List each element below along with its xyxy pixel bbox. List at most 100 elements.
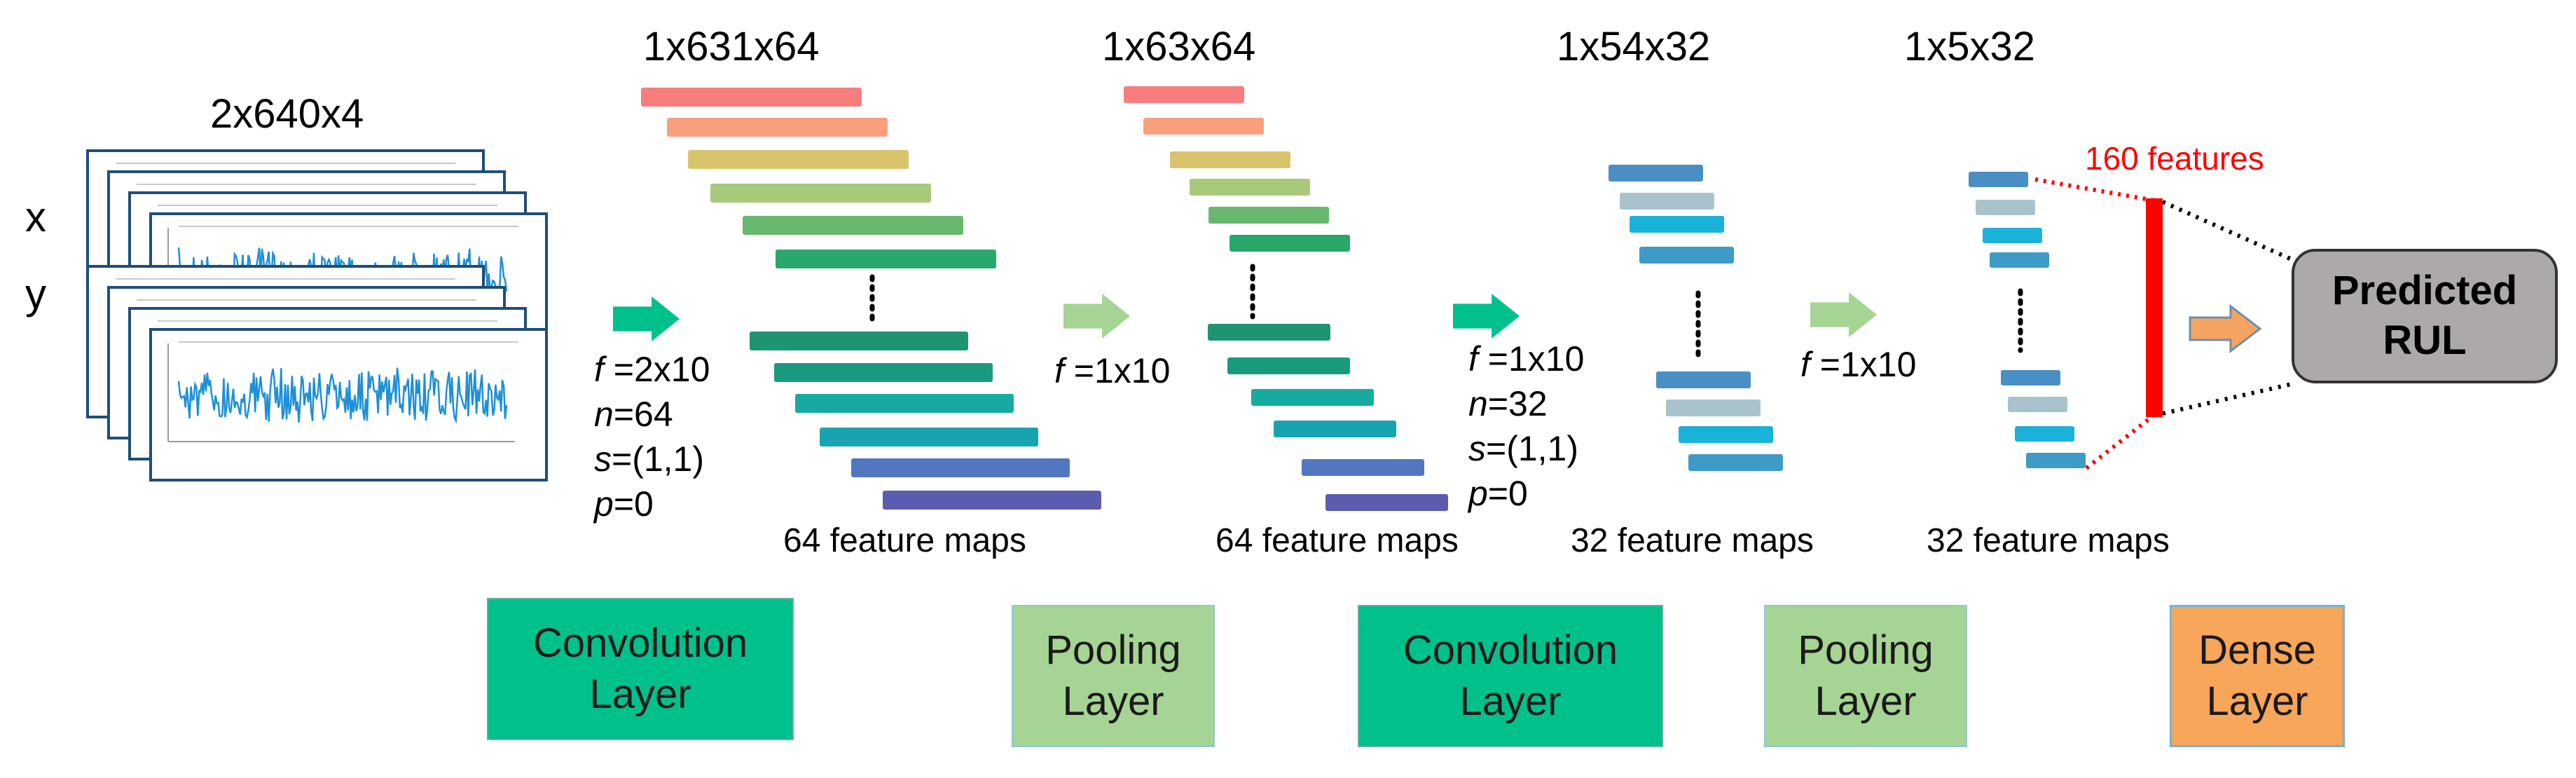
feature-map-bar	[1688, 454, 1783, 471]
feature-map-bar	[1620, 193, 1714, 210]
predicted-rul-line1: Predicted	[2332, 268, 2518, 314]
feature-map-bar	[1630, 216, 1724, 233]
feature-map-bar	[750, 332, 968, 350]
feature-map-bar	[641, 88, 862, 107]
feature-map-bar	[1230, 235, 1350, 252]
feature-map-bar	[688, 150, 909, 169]
conv1-arrow	[613, 296, 680, 341]
feature-map-bar	[2026, 453, 2086, 468]
feature-map-bar	[795, 394, 1014, 413]
dense-vector-bar	[2146, 198, 2163, 417]
feature-map-bar	[1302, 459, 1424, 476]
dense-connection-top	[2034, 177, 2155, 203]
pool2-params: f =1x10	[1800, 342, 1916, 387]
conv2-dimension-label: 1x54x32	[1557, 24, 1711, 69]
feature-map-bar	[1656, 371, 1751, 388]
dense-connection-bottom	[2085, 413, 2156, 470]
pool2-dimension-label: 1x5x32	[1904, 24, 2036, 69]
feature-map-bar	[820, 428, 1038, 446]
feature-map-bar	[883, 491, 1101, 510]
layer-label: Dense	[2198, 627, 2316, 673]
feature-map-bar	[743, 216, 963, 235]
layer-label: Layer	[589, 671, 691, 717]
layer-label: Convolution	[532, 620, 748, 666]
layer-label: Layer	[1062, 678, 1164, 724]
feature-map-bar	[776, 250, 996, 268]
feature-map-bar	[2001, 370, 2060, 385]
output-arrow	[2189, 303, 2262, 354]
feature-map-bar	[1609, 165, 1703, 182]
conv2-arrow	[1453, 294, 1520, 339]
layer-label: Pooling	[1045, 627, 1181, 673]
feature-map-bar	[1251, 389, 1374, 406]
conv1-padding: p=0	[594, 484, 654, 524]
feature-map-bars	[641, 86, 2086, 511]
feature-map-bar	[1990, 252, 2049, 268]
feature-map-bar	[1227, 357, 1350, 374]
conv1-filter-size: f =2x10	[594, 350, 710, 389]
layer-label: Convolution	[1403, 627, 1618, 673]
feature-map-bar	[1190, 179, 1310, 196]
feature-map-bar	[667, 118, 888, 137]
output-connection-top	[2161, 200, 2293, 261]
feature-map-bar	[1969, 172, 2028, 187]
y-axis-label: y	[25, 271, 46, 318]
feature-map-bar	[2015, 426, 2074, 442]
feature-map-bar	[2008, 397, 2067, 412]
feature-map-bar	[1325, 494, 1448, 511]
conv1-dimension-label: 1x631x64	[643, 24, 820, 69]
pool2-filter-size: f =1x10	[1800, 345, 1917, 384]
dense-connections	[2034, 177, 2293, 470]
conv2-padding: p=0	[1468, 474, 1528, 513]
conv1-stride: s=(1,1)	[594, 439, 705, 479]
feature-map-bar	[1976, 200, 2035, 215]
feature-map-bar	[1208, 207, 1329, 224]
conv2-filter-size: f =1x10	[1468, 339, 1585, 378]
pool2-feature-maps-label: 32 feature maps	[1927, 522, 2170, 559]
predicted-rul-line2: RUL	[2383, 318, 2467, 363]
pool1-dimension-label: 1x63x64	[1102, 24, 1256, 69]
feature-map-bar	[1208, 324, 1330, 341]
layer-label: Layer	[1814, 678, 1917, 724]
input-signal-plots	[86, 149, 548, 482]
layer-label: Layer	[1459, 678, 1562, 724]
feature-map-bar	[1143, 118, 1264, 135]
feature-map-bar	[851, 458, 1070, 477]
pool1-params: f =1x10	[1054, 348, 1170, 393]
pool1-feature-maps-label: 64 feature maps	[1215, 522, 1459, 559]
conv2-feature-maps-label: 32 feature maps	[1571, 522, 1814, 559]
feature-map-bar	[1639, 247, 1734, 264]
feature-map-bar	[710, 184, 931, 203]
pool1-filter-size: f =1x10	[1054, 351, 1171, 390]
conv1-params: f =2x10 n=64 s=(1,1) p=0	[594, 347, 710, 526]
feature-map-bar	[1666, 400, 1761, 416]
dense-features-label: 160 features	[2085, 140, 2264, 177]
feature-map-bar	[1679, 426, 1773, 443]
feature-map-bar	[774, 363, 993, 382]
feature-map-bar	[1983, 228, 2042, 243]
conv1-num-filters: n=64	[594, 395, 673, 434]
conv2-num-filters: n=32	[1468, 384, 1548, 423]
input-dimension-label: 2x640x4	[210, 91, 364, 137]
feature-map-bar	[1274, 421, 1396, 437]
arrows	[613, 292, 2262, 354]
layer-label: Layer	[2206, 678, 2308, 724]
pool1-arrow	[1063, 294, 1130, 339]
conv1-feature-maps-label: 64 feature maps	[783, 522, 1026, 559]
pool2-arrow	[1810, 292, 1877, 337]
conv2-params: f =1x10 n=32 s=(1,1) p=0	[1468, 336, 1584, 516]
layer-label: Pooling	[1798, 627, 1934, 673]
predicted-rul-box: Predicted RUL	[2292, 249, 2558, 383]
feature-map-bar	[1124, 86, 1244, 103]
conv2-stride: s=(1,1)	[1468, 429, 1579, 468]
output-connection-bottom	[2162, 382, 2292, 416]
feature-map-bar	[1170, 151, 1290, 168]
input-signal-trace	[177, 367, 508, 424]
